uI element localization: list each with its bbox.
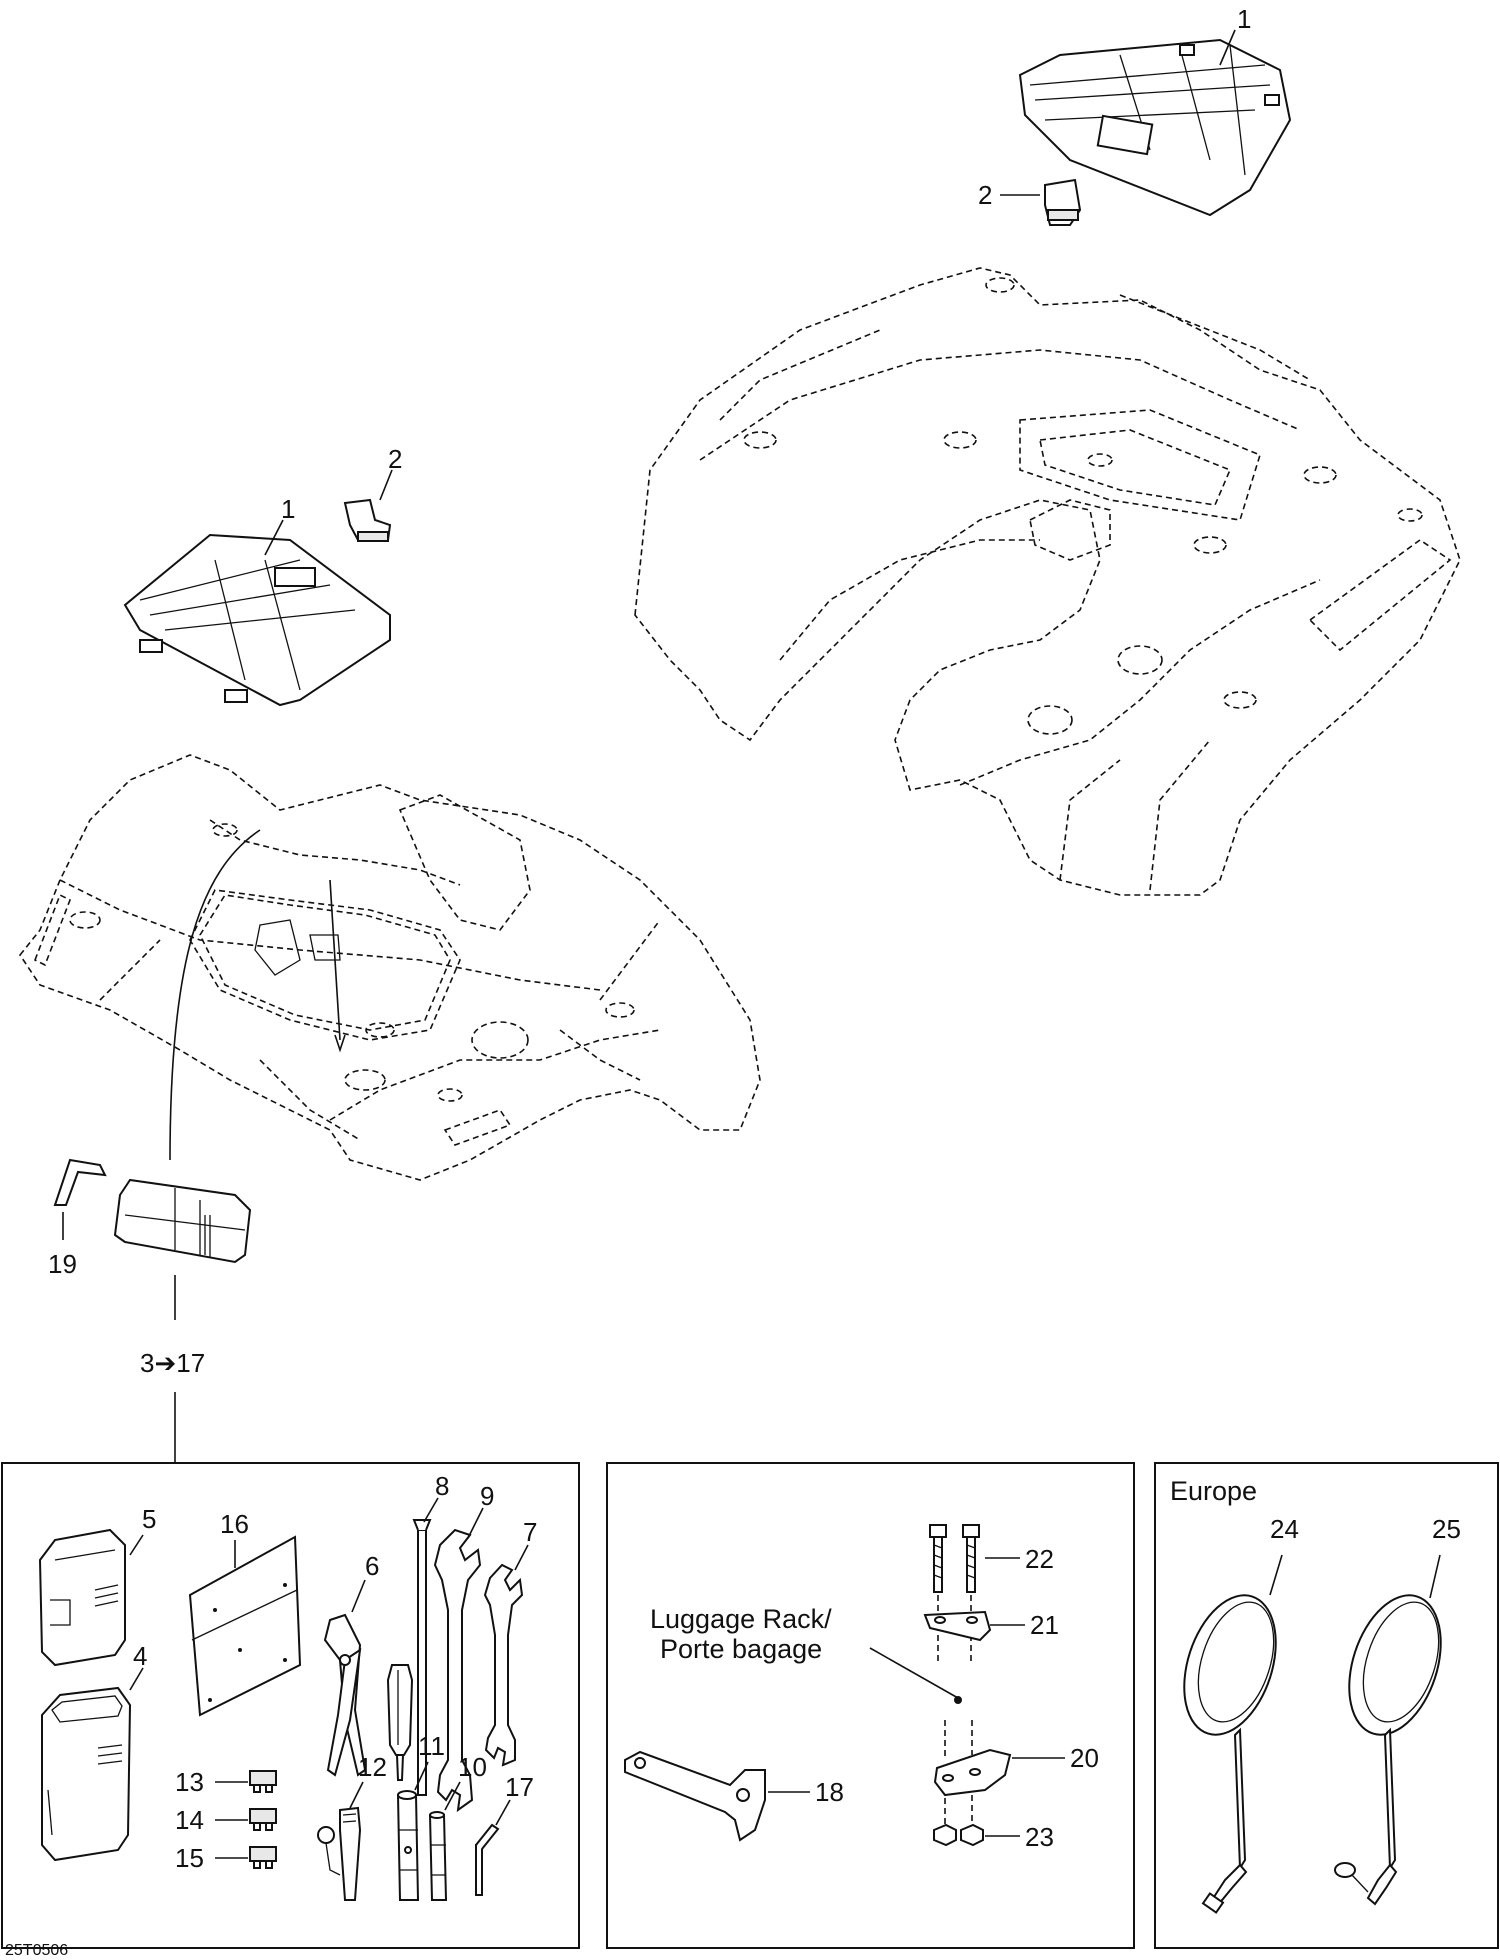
bolt-right <box>962 1524 980 1593</box>
small-wrench <box>483 1563 524 1767</box>
front-latch <box>343 498 392 542</box>
callout-22: 22 <box>1025 1544 1054 1574</box>
pliers <box>323 1613 367 1777</box>
callout-13: 13 <box>175 1767 204 1797</box>
callout-17: 17 <box>505 1772 534 1802</box>
nut-right <box>960 1795 984 1847</box>
spanner-flat <box>412 1519 432 1796</box>
luggage-rack-panel <box>606 1462 1135 1949</box>
socket-wrench-small <box>428 1811 448 1901</box>
europe-mirrors-panel <box>1154 1462 1499 1949</box>
callout-11: 11 <box>418 1731 445 1761</box>
tool-kit-panel <box>1 1462 580 1949</box>
mounting-bracket <box>933 1748 1012 1797</box>
rear-fender-body <box>634 267 1461 896</box>
rear-latch <box>1044 178 1082 226</box>
callout-8: 8 <box>435 1471 449 1501</box>
callout-4: 4 <box>133 1641 147 1671</box>
mirror-left <box>1183 1594 1277 1914</box>
attachment-point <box>954 1696 962 1704</box>
front-fender-body <box>19 754 761 1181</box>
mirror-right <box>1334 1594 1442 1906</box>
callout-1-left: 1 <box>281 494 295 524</box>
luggage-note-line1: Luggage Rack/ <box>650 1604 832 1634</box>
tool-bag-body <box>41 1686 132 1862</box>
callout-15: 15 <box>175 1843 204 1873</box>
callout-24: 24 <box>1270 1514 1299 1544</box>
callout-2-top: 2 <box>978 180 992 210</box>
callout-2-left: 2 <box>388 444 402 474</box>
drawing-code: 25T0506 <box>5 1942 68 1959</box>
luggage-rack-spanner <box>624 1750 766 1842</box>
mounting-plate <box>923 1610 992 1642</box>
front-storage-lid <box>123 533 391 707</box>
fuse-puller <box>317 1806 362 1901</box>
callout-9: 9 <box>480 1481 494 1511</box>
callout-16: 16 <box>220 1509 249 1539</box>
rear-storage-lid <box>1018 38 1292 217</box>
callout-6: 6 <box>365 1551 379 1581</box>
callout-19: 19 <box>48 1249 77 1279</box>
tool-bag-cover <box>38 1528 126 1667</box>
nut-left <box>933 1798 957 1847</box>
callout-1-top: 1 <box>1237 4 1251 34</box>
callout-23: 23 <box>1025 1822 1054 1852</box>
double-open-wrench <box>433 1528 482 1813</box>
bolt-left <box>929 1524 947 1593</box>
fuse-14 <box>249 1808 277 1831</box>
callout-7: 7 <box>523 1517 537 1547</box>
callout-14: 14 <box>175 1805 204 1835</box>
instruction-sheet <box>188 1535 302 1717</box>
callout-25: 25 <box>1432 1514 1461 1544</box>
callout-12: 12 <box>358 1752 387 1782</box>
callout-5: 5 <box>142 1504 156 1534</box>
callout-21: 21 <box>1030 1610 1059 1640</box>
callout-3-17: 3➔17 <box>140 1348 205 1378</box>
fuse-13 <box>249 1770 277 1793</box>
hex-key <box>475 1823 500 1896</box>
europe-label: Europe <box>1170 1476 1257 1506</box>
luggage-note-line2: Porte bagage <box>660 1634 822 1664</box>
callout-18: 18 <box>815 1777 844 1807</box>
tool-bag <box>113 1178 252 1264</box>
screwdriver <box>386 1664 414 1781</box>
callout-20: 20 <box>1070 1743 1099 1773</box>
callout-10: 10 <box>458 1752 487 1782</box>
bag-strap <box>53 1158 107 1206</box>
fuse-15 <box>249 1846 277 1869</box>
socket-wrench-large <box>396 1790 420 1901</box>
